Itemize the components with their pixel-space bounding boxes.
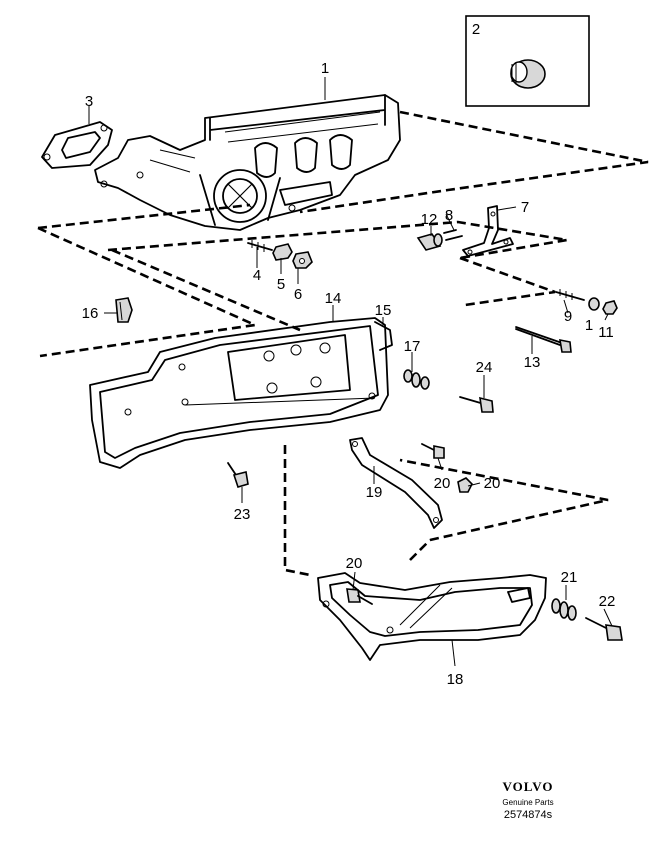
manifold	[94, 94, 401, 231]
callout-11: 11	[598, 324, 614, 341]
brand-block: VOLVO Genuine Parts 2574874s	[478, 779, 578, 821]
washer-icon	[403, 369, 430, 390]
callout-10: 1	[585, 317, 593, 334]
callout-3: 3	[85, 93, 93, 110]
leader-lines	[88, 77, 613, 667]
callout-15: 15	[375, 302, 392, 319]
bracket-icon	[349, 437, 443, 529]
inset-box	[465, 15, 590, 107]
callout-23: 23	[234, 506, 251, 523]
callout-2: 2	[472, 21, 480, 38]
callout-12: 12	[421, 211, 438, 228]
callout-4: 4	[253, 267, 261, 284]
nut-icon	[272, 243, 293, 261]
nut-icon	[602, 300, 618, 315]
stud-icon	[416, 229, 463, 251]
washer-icon	[292, 251, 313, 269]
bolt-icon	[227, 462, 249, 488]
diagram-code: 2574874s	[503, 809, 553, 821]
callout-13: 13	[524, 354, 541, 371]
callout-18: 18	[447, 671, 464, 688]
shield-tab	[374, 321, 393, 351]
callout-17: 17	[404, 338, 421, 355]
bolt-icon	[585, 617, 623, 641]
callout-8: 8	[445, 207, 453, 224]
callout-7: 7	[521, 199, 529, 216]
washer-icon	[551, 598, 577, 621]
callout-22: 22	[599, 593, 616, 610]
callout-20c: 20	[484, 475, 501, 492]
bolt-icon	[459, 396, 494, 413]
callout-1: 1	[321, 60, 329, 77]
clip	[115, 297, 133, 323]
brand-logo: VOLVO	[502, 779, 554, 794]
gasket	[41, 121, 113, 169]
washer-icon	[588, 297, 600, 311]
callout-9: 9	[564, 308, 572, 325]
lower-shield	[317, 572, 547, 661]
reference-lines	[37, 110, 649, 577]
callout-20b: 20	[346, 555, 363, 572]
callout-21: 21	[561, 569, 578, 586]
callout-19: 19	[366, 484, 383, 501]
callout-14: 14	[325, 290, 342, 307]
plug-icon	[510, 59, 546, 89]
callout-6: 6	[294, 286, 302, 303]
heat-shield	[89, 317, 389, 469]
bolt-icon	[346, 588, 373, 605]
bolt-icon	[421, 443, 445, 459]
brand-subtitle: Genuine Parts	[502, 798, 554, 807]
callout-24: 24	[476, 359, 493, 376]
bolt-icon	[515, 326, 572, 353]
bolt-icon	[555, 289, 585, 301]
callout-5: 5	[277, 276, 285, 293]
bracket-icon	[462, 205, 514, 257]
stud-icon	[247, 240, 273, 252]
callout-16: 16	[82, 305, 99, 322]
callout-labels: 1 2 3 4 5 6 7 8 9 1 11 12 13 14 15 16 17…	[82, 21, 616, 688]
callout-20a: 20	[434, 475, 451, 492]
nut-icon	[457, 477, 473, 493]
